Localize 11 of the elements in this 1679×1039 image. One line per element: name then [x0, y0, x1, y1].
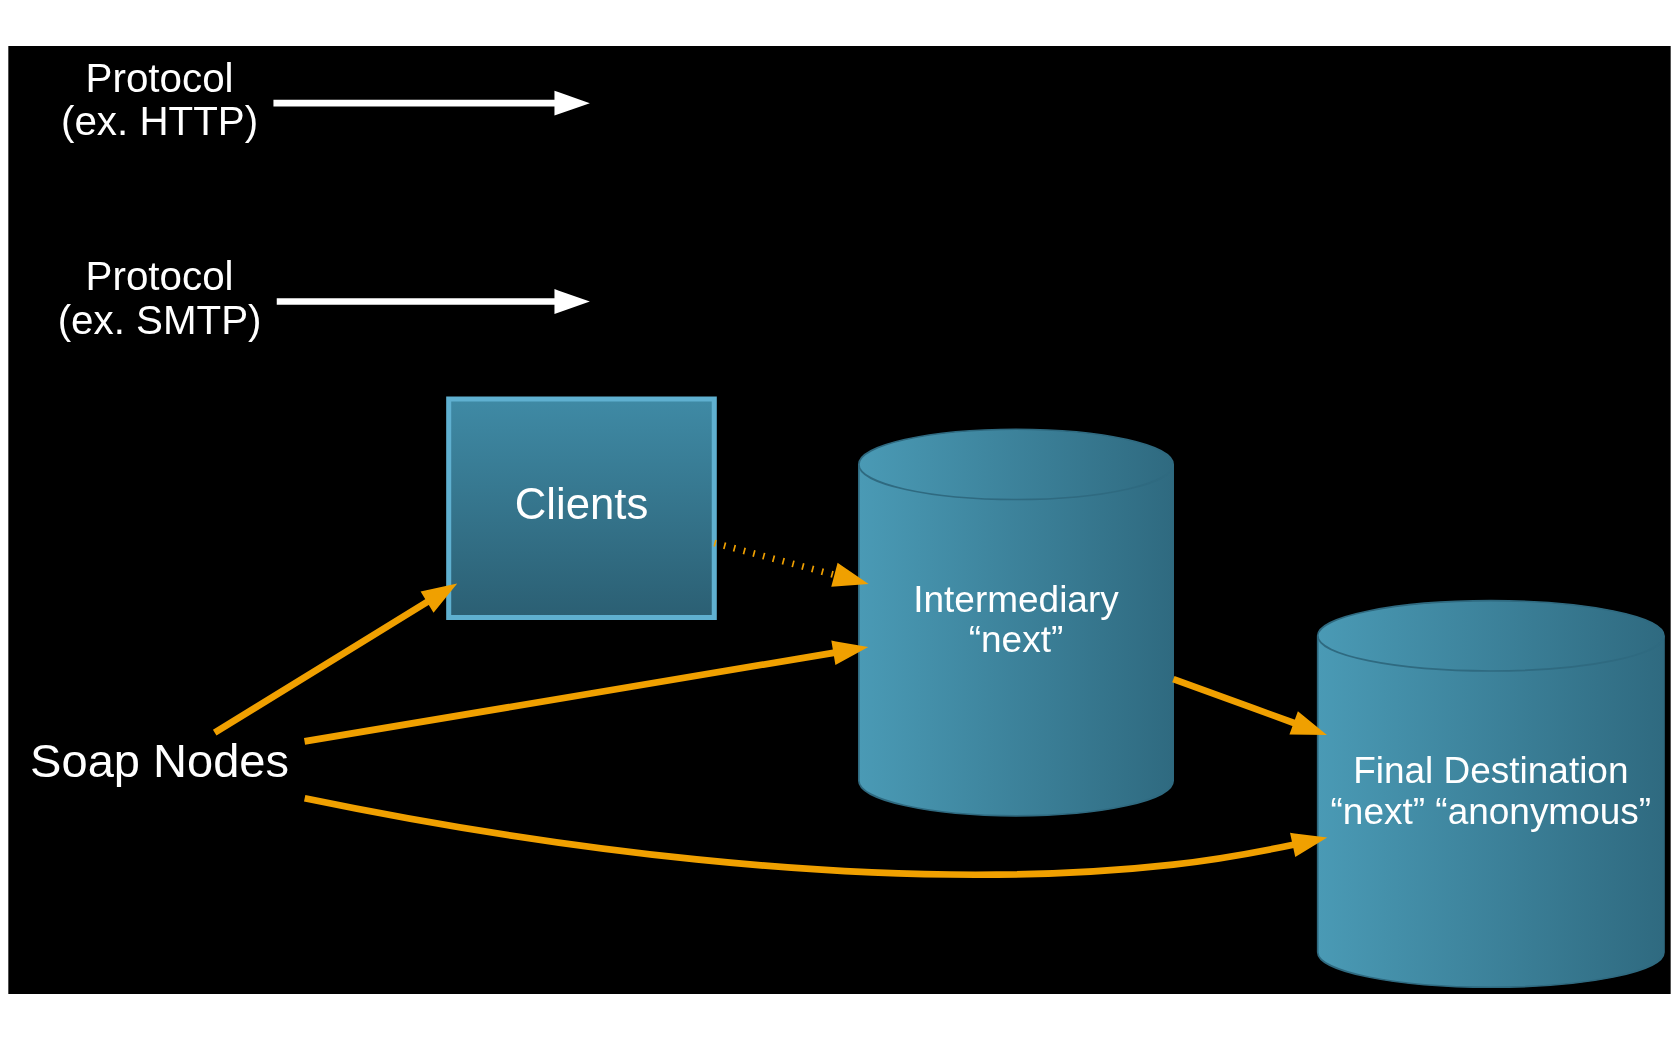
arrow: [304, 794, 1328, 878]
arrow: [276, 288, 590, 314]
arrow: [1172, 675, 1327, 735]
arrow: [713, 539, 869, 587]
arrow: [212, 583, 458, 735]
arrow: [273, 90, 590, 116]
node-text: Soap Nodes: [30, 733, 290, 787]
node-text: Protocol (ex. SMTP): [57, 252, 262, 343]
arrow: [304, 640, 869, 745]
node-box: Clients: [446, 395, 717, 620]
node-text: Protocol (ex. HTTP): [61, 54, 259, 144]
